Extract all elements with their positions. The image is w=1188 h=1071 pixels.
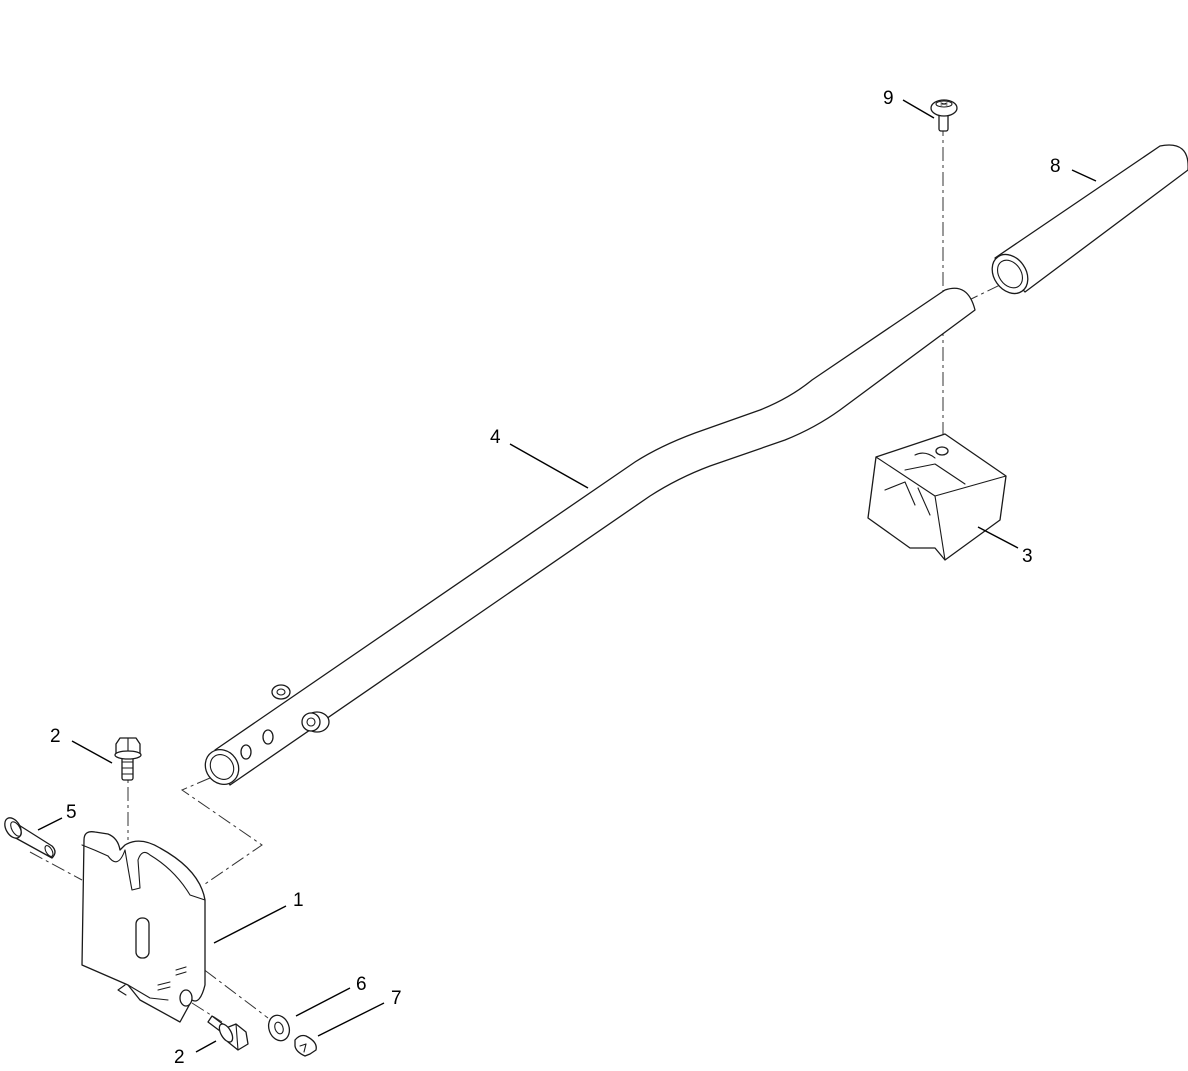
callout-5: 5 bbox=[66, 802, 77, 823]
callout-8: 8 bbox=[1050, 156, 1061, 177]
callouts: 9 8 4 3 2 5 1 6 7 2 bbox=[50, 88, 1061, 1068]
bolt-part-2-upper bbox=[114, 737, 142, 781]
bolt-part-2-lower bbox=[207, 1015, 249, 1051]
washer-part-6 bbox=[267, 1014, 291, 1042]
bracket-part-3 bbox=[867, 433, 1007, 561]
callout-6: 6 bbox=[356, 974, 367, 995]
callout-2-lower: 2 bbox=[174, 1047, 185, 1068]
pin-part-5 bbox=[4, 817, 56, 859]
mount-slot bbox=[135, 917, 150, 959]
grip-part-8 bbox=[991, 144, 1188, 295]
tube-part-4 bbox=[204, 287, 976, 786]
screw-part-9 bbox=[930, 99, 958, 132]
tube-end-opening bbox=[204, 748, 240, 786]
mount-bracket-part-1 bbox=[81, 831, 206, 1023]
grip-open-end bbox=[991, 253, 1029, 295]
callout-4: 4 bbox=[490, 427, 501, 448]
callout-2-upper: 2 bbox=[50, 726, 61, 747]
tube-spacer-rear bbox=[271, 684, 291, 700]
clip-part-7 bbox=[294, 1034, 317, 1057]
callout-7: 7 bbox=[391, 988, 402, 1009]
callout-1: 1 bbox=[293, 890, 304, 911]
callout-3: 3 bbox=[1022, 546, 1033, 567]
callout-9: 9 bbox=[883, 88, 894, 109]
leader-lines bbox=[37, 99, 1097, 1053]
